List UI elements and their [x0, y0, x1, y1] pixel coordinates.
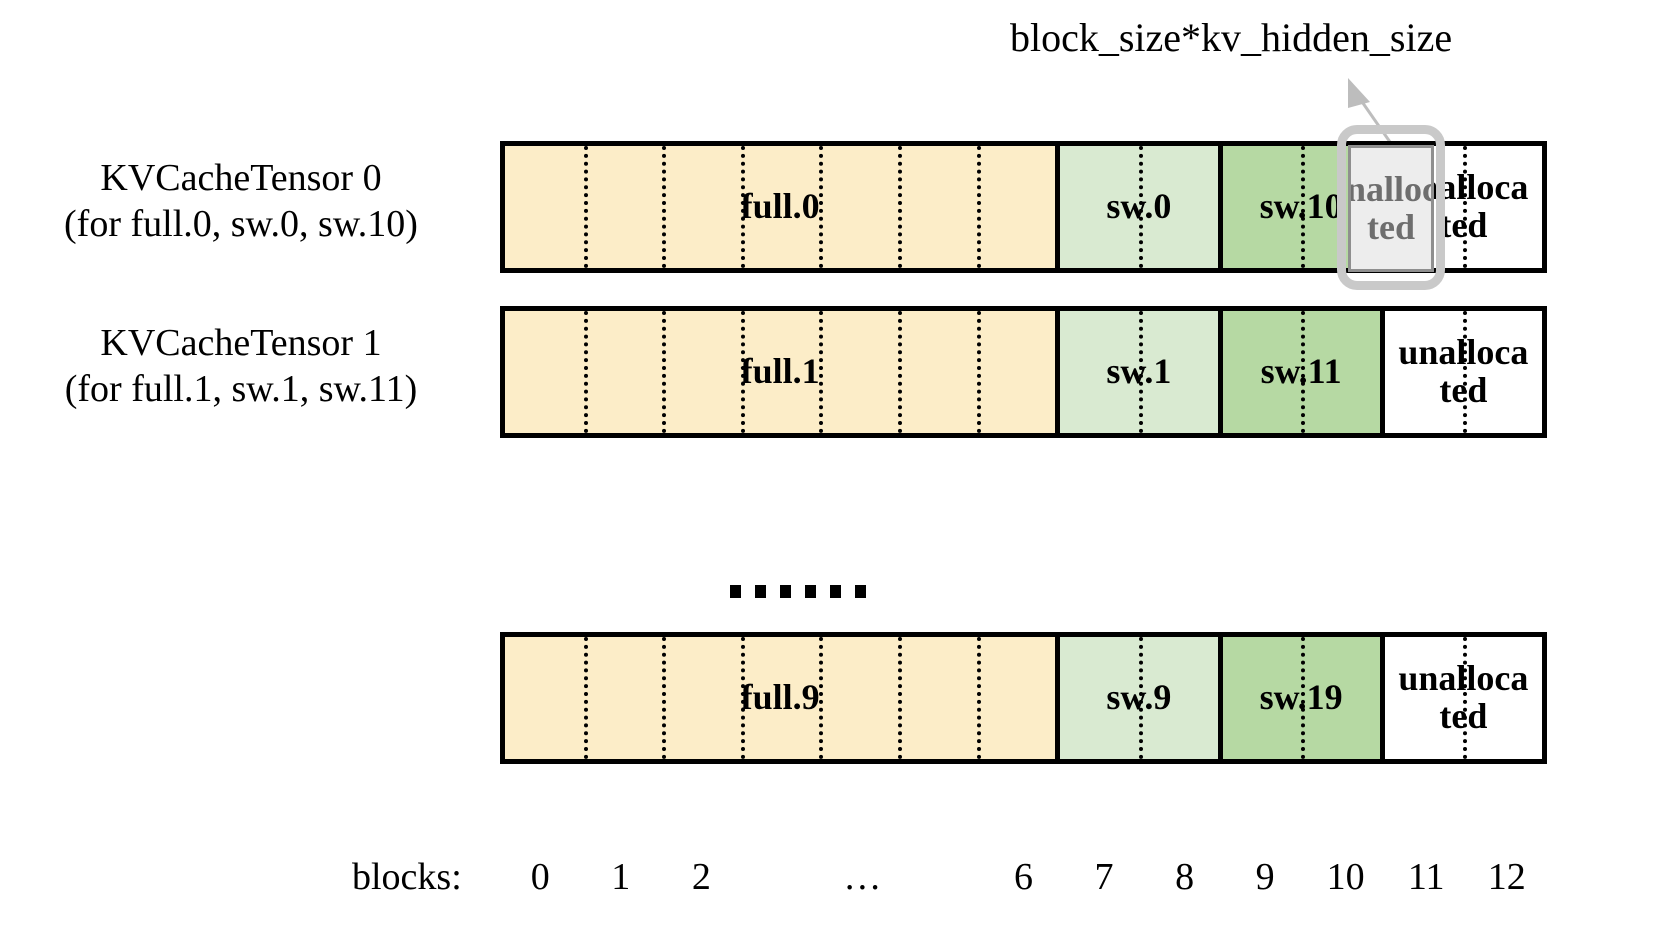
block-label: sw.9 [1106, 677, 1172, 718]
ellipsis-dot [855, 585, 866, 598]
block-divider [1138, 146, 1143, 268]
block-divider [1463, 146, 1468, 268]
sw-block-a: sw.0 [1060, 146, 1223, 268]
block-divider [819, 146, 824, 268]
full-block: full.9 [505, 637, 1061, 759]
blocks-axis-tick: 2 [691, 856, 711, 898]
full-block: full.1 [505, 311, 1061, 433]
highlighted-block-label: unalloca ted [1348, 168, 1431, 247]
blocks-axis-tick: 9 [1255, 856, 1275, 898]
blocks-axis-tick: 11 [1407, 856, 1445, 898]
ellipsis-dots [730, 585, 866, 598]
row-label-line1: KVCacheTensor 1 [100, 322, 382, 364]
block-label: full.0 [740, 186, 820, 227]
annotation-label: block_size*kv_hidden_size [1010, 15, 1453, 60]
ellipsis-dot [830, 585, 841, 598]
block-divider [740, 311, 745, 433]
highlighted-block: unalloca ted [1348, 145, 1434, 272]
block-divider [1138, 311, 1143, 433]
block-divider [1301, 311, 1306, 433]
full-block: full.0 [505, 146, 1061, 268]
sw-block-b: sw.11 [1222, 311, 1385, 433]
blocks-axis-title: blocks: [352, 856, 462, 898]
block-label: sw.11 [1260, 351, 1342, 392]
block-divider [898, 637, 903, 759]
block-divider [583, 311, 588, 433]
block-divider [976, 311, 981, 433]
block-label: full.1 [740, 351, 820, 392]
kvcache-tensor-row: full.9 sw.9 sw.19 unalloca ted [500, 632, 1547, 764]
block-divider [1301, 637, 1306, 759]
row-label-line2: (for full.0, sw.0, sw.10) [64, 203, 418, 246]
block-divider [662, 311, 667, 433]
block-divider [976, 637, 981, 759]
unallocated-block: unalloca ted [1384, 637, 1543, 759]
block-divider [898, 311, 903, 433]
blocks-axis-tick: 10 [1326, 856, 1365, 898]
block-divider [976, 146, 981, 268]
sw-block-b: sw.19 [1222, 637, 1385, 759]
blocks-axis-tick: 1 [611, 856, 631, 898]
row-label-line2: (for full.1, sw.1, sw.11) [64, 368, 418, 411]
block-divider [740, 146, 745, 268]
block-label: unalloca ted [1398, 658, 1529, 736]
ellipsis-dot [805, 585, 816, 598]
blocks-axis-tick: 8 [1175, 856, 1195, 898]
unallocated-block: unalloca ted [1384, 311, 1543, 433]
row-label-line1: KVCacheTensor 0 [100, 157, 382, 199]
blocks-axis-tick: 12 [1487, 856, 1526, 898]
block-label: sw.0 [1106, 186, 1172, 227]
block-label: sw.19 [1259, 677, 1343, 718]
block-label: full.9 [740, 677, 820, 718]
block-divider [662, 146, 667, 268]
blocks-axis-tick: 7 [1094, 856, 1114, 898]
block-divider [583, 146, 588, 268]
ellipsis-dot [730, 585, 741, 598]
annotation-arrow-icon [1348, 78, 1392, 143]
block-divider [819, 637, 824, 759]
ellipsis-dot [780, 585, 791, 598]
sw-block-a: sw.9 [1060, 637, 1223, 759]
block-divider [1463, 637, 1468, 759]
kvcache-tensor-row: full.1 sw.1 sw.11 unalloca ted [500, 306, 1547, 438]
block-divider [898, 146, 903, 268]
blocks-axis-tick: … [843, 856, 882, 898]
block-divider [662, 637, 667, 759]
sw-block-a: sw.1 [1060, 311, 1223, 433]
blocks-axis-tick: 0 [530, 856, 550, 898]
block-divider [740, 637, 745, 759]
row-label-tensor-0: KVCacheTensor 0 (for full.0, sw.0, sw.10… [0, 155, 482, 248]
block-divider [1463, 311, 1468, 433]
block-label: sw.10 [1259, 186, 1343, 227]
block-divider [583, 637, 588, 759]
block-divider [1138, 637, 1143, 759]
block-label: unalloca ted [1398, 332, 1529, 410]
blocks-axis-tick: 6 [1014, 856, 1033, 898]
block-divider [1301, 146, 1306, 268]
row-label-tensor-1: KVCacheTensor 1 (for full.1, sw.1, sw.11… [0, 320, 482, 413]
block-divider [819, 311, 824, 433]
block-label: sw.1 [1106, 351, 1172, 392]
ellipsis-dot [755, 585, 766, 598]
